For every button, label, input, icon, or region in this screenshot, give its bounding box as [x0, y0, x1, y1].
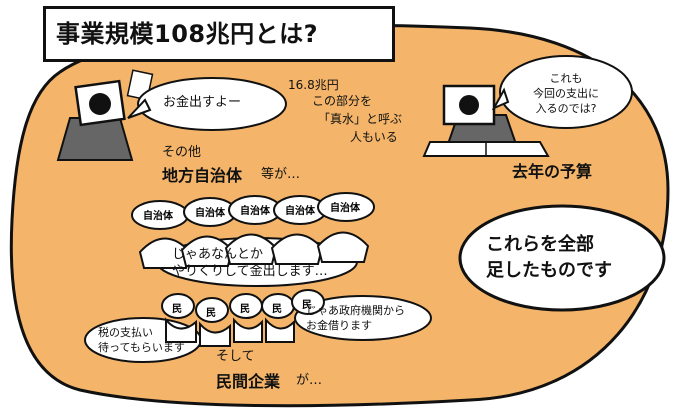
budget-bubble-line-3: 入るのでは?: [535, 102, 597, 115]
official-speech: お金出すよー: [163, 95, 242, 110]
gov-agency-line-2: お金借ります: [306, 319, 372, 332]
gov-agency-bubble-shape: [294, 295, 432, 341]
summary-line-2: 足したものです: [486, 260, 612, 281]
title-banner: [43, 6, 395, 62]
annotation-line-4: 人もいる: [350, 130, 398, 144]
summary-line-1: これらを全部: [486, 234, 594, 255]
budget-label: 去年の予算: [512, 162, 593, 181]
local-label-prefix: その他: [162, 145, 202, 160]
gov-agency-line-1: じゃあ政府機関から: [306, 304, 405, 317]
budget-figure: [422, 84, 550, 157]
page-title: 事業規模108兆円とは?: [56, 20, 319, 48]
budget-bubble-line-2: 今回の支出に: [533, 87, 599, 100]
local-crowd: [131, 192, 375, 269]
tax-bubble-line-1: 税の支払い: [98, 326, 153, 339]
local-sign-4: 自治体: [285, 206, 315, 217]
citizen-sign-1: 民: [172, 304, 182, 315]
private-label-prefix: そして: [216, 349, 255, 364]
local-sign-3: 自治体: [240, 206, 270, 217]
private-label-suffix: が…: [296, 373, 323, 388]
tax-bubble-line-2: 待ってもらいます: [98, 341, 185, 354]
citizen-crowd: [161, 289, 325, 347]
local-sign-5: 自治体: [330, 203, 360, 214]
annotation-line-3: 「真水」と呼ぶ: [318, 112, 403, 126]
citizen-sign-5: 民: [302, 300, 312, 311]
summary-bubble-shape: [458, 204, 666, 312]
local-sign-1: 自治体: [143, 211, 173, 222]
local-sign-2: 自治体: [195, 208, 225, 219]
budget-bubble-line-1: これも: [549, 72, 583, 85]
annotation-line-1: 16.8兆円: [288, 78, 339, 92]
citizen-sign-3: 民: [240, 304, 250, 315]
official-figure: [56, 69, 154, 161]
local-label-suffix: 等が…: [261, 167, 301, 182]
local-bubble-line-2: やりくりして金出します…: [172, 264, 328, 279]
citizen-sign-4: 民: [272, 304, 282, 315]
annotation-line-2: この部分を: [312, 94, 373, 108]
local-label-main: 地方自治体: [162, 166, 243, 185]
official-bubble-shape: [137, 77, 287, 131]
budget-bubble-shape: [499, 55, 633, 129]
private-label-main: 民間企業: [216, 372, 281, 391]
local-bubble-line-1: じゃあなんとか: [172, 247, 264, 262]
citizen-sign-2: 民: [206, 308, 216, 319]
